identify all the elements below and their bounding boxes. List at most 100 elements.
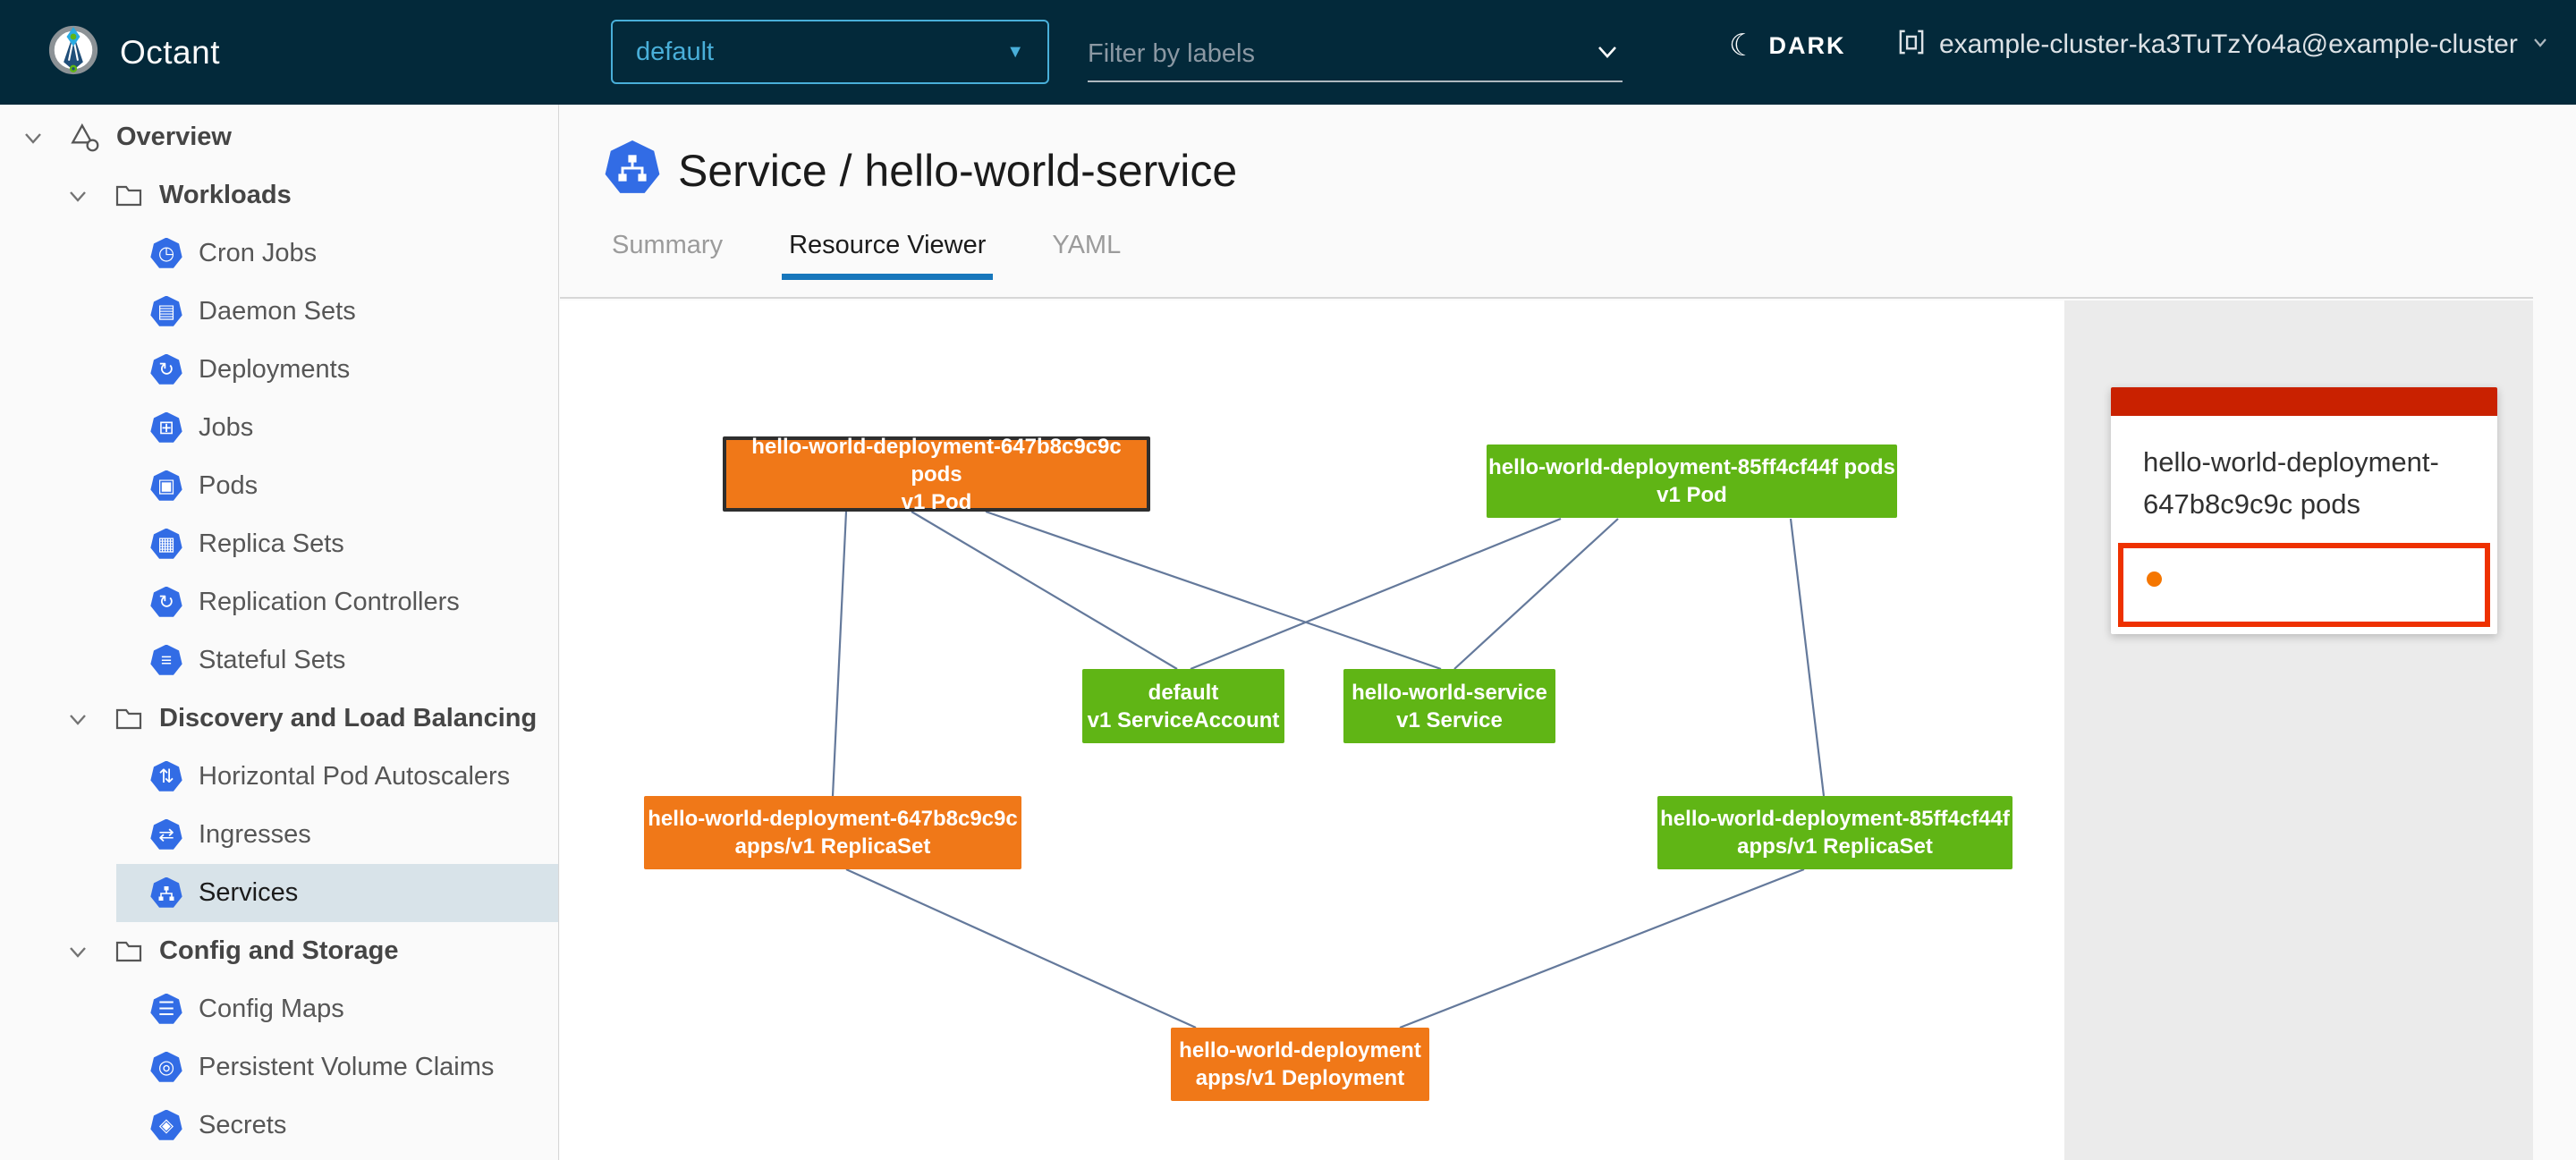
tab-summary[interactable]: Summary [605, 231, 730, 278]
sidebar-group-label: Workloads [159, 181, 292, 210]
sidebar-item-label: Deployments [199, 355, 350, 385]
sidebar-item-persistent-volume-claims[interactable]: ◎ Persistent Volume Claims [0, 1038, 558, 1096]
graph-node-pods-647b8c9c9c[interactable]: hello-world-deployment-647b8c9c9c pods v… [723, 436, 1150, 512]
graph-node-replicaset-85ff4cf44f[interactable]: hello-world-deployment-85ff4cf44f apps/v… [1657, 796, 2012, 869]
cluster-icon [1896, 27, 1927, 62]
sidebar-item-stateful-sets[interactable]: ≡ Stateful Sets [0, 631, 558, 690]
node-name: hello-world-deployment-647b8c9c9c pods [726, 433, 1147, 488]
chevron-down-icon[interactable] [64, 706, 91, 732]
tab-bar: Summary Resource Viewer YAML [560, 231, 2576, 278]
sidebar-item-daemon-sets[interactable]: ▤ Daemon Sets [0, 283, 558, 341]
overview-icon [68, 121, 102, 155]
page-title: Service / hello-world-service [678, 145, 1237, 197]
sidebar-group-config-and-storage[interactable]: Config and Storage [0, 922, 558, 980]
sidebar-item-services[interactable]: Services [0, 864, 558, 922]
sidebar-item-horizontal-pod-autoscalers[interactable]: ⇅ Horizontal Pod Autoscalers [0, 748, 558, 806]
graph-node-serviceaccount-default[interactable]: default v1 ServiceAccount [1082, 669, 1284, 743]
ingresses-icon: ⇄ [150, 819, 182, 851]
namespace-dropdown-value: default [636, 38, 714, 67]
node-kind: v1 Pod [902, 488, 972, 516]
cluster-name: example-cluster-ka3TuTzYo4a@example-clus… [1939, 30, 2518, 60]
chevron-down-icon[interactable] [64, 938, 91, 965]
graph-node-pods-85ff4cf44f[interactable]: hello-world-deployment-85ff4cf44f pods v… [1487, 445, 1897, 518]
node-kind: v1 Pod [1657, 481, 1727, 509]
node-name: hello-world-deployment-85ff4cf44f pods [1488, 453, 1895, 481]
sidebar-item-label: Pods [199, 471, 258, 501]
secrets-icon: ◈ [150, 1110, 182, 1142]
sidebar-group-label: Discovery and Load Balancing [159, 704, 537, 733]
node-name: hello-world-service [1352, 679, 1547, 707]
cluster-selector[interactable]: example-cluster-ka3TuTzYo4a@example-clus… [1896, 27, 2550, 62]
node-detail-panel: hello-world-deployment-647b8c9c9c pods [2064, 301, 2533, 1160]
node-name: default [1148, 679, 1219, 707]
services-icon [150, 877, 182, 910]
card-title: hello-world-deployment-647b8c9c9c pods [2111, 416, 2497, 543]
deployments-icon: ↻ [150, 354, 182, 386]
card-status-bar [2111, 387, 2497, 416]
node-kind: v1 Service [1396, 707, 1503, 734]
sidebar-item-overview[interactable]: Overview [0, 108, 558, 166]
node-name: hello-world-deployment [1179, 1037, 1421, 1064]
tab-resource-viewer[interactable]: Resource Viewer [782, 231, 993, 278]
pods-icon: ▣ [150, 470, 182, 503]
node-name: hello-world-deployment-85ff4cf44f [1660, 805, 2010, 833]
sidebar-item-label: Persistent Volume Claims [199, 1053, 494, 1082]
sidebar-item-label: Replication Controllers [199, 588, 460, 617]
sidebar-group-discovery-and-load-balancing[interactable]: Discovery and Load Balancing [0, 690, 558, 748]
sidebar-item-label: Horizontal Pod Autoscalers [199, 762, 510, 792]
sidebar-item-label: Secrets [199, 1111, 286, 1140]
dark-theme-label: DARK [1768, 32, 1845, 60]
sidebar-item-label: Ingresses [199, 820, 311, 850]
graph-node-service-hello-world-service[interactable]: hello-world-service v1 Service [1343, 669, 1555, 743]
config-maps-icon: ☰ [150, 994, 182, 1026]
label-filter [1088, 27, 1623, 82]
node-kind: apps/v1 ReplicaSet [735, 833, 931, 860]
label-filter-input[interactable] [1088, 39, 1553, 69]
sidebar-item-secrets[interactable]: ◈ Secrets [0, 1096, 558, 1155]
sidebar-item-label: Stateful Sets [199, 646, 345, 675]
pod-status-dot [2147, 572, 2162, 587]
resource-viewer-canvas[interactable]: hello-world-deployment-647b8c9c9c pods v… [560, 301, 2064, 1160]
sidebar-item-pods[interactable]: ▣ Pods [0, 457, 558, 515]
chevron-down-icon[interactable] [64, 182, 91, 209]
tab-yaml[interactable]: YAML [1045, 231, 1128, 278]
cron-jobs-icon: ◷ [150, 238, 182, 270]
persistent-volume-claims-icon: ◎ [150, 1052, 182, 1084]
chevron-down-icon[interactable] [1592, 40, 1623, 68]
chevron-down-icon [2530, 34, 2550, 55]
sidebar-item-replica-sets[interactable]: ▦ Replica Sets [0, 515, 558, 573]
sidebar-item-replication-controllers[interactable]: ↻ Replication Controllers [0, 573, 558, 631]
sidebar-group-workloads[interactable]: Workloads [0, 166, 558, 224]
sidebar-group-label: Config and Storage [159, 936, 398, 966]
graph-node-deployment-hello-world-deployment[interactable]: hello-world-deployment apps/v1 Deploymen… [1171, 1028, 1429, 1101]
dark-theme-toggle[interactable]: ☾ DARK [1729, 30, 1845, 61]
moon-icon: ☾ [1729, 30, 1756, 61]
chevron-down-icon[interactable] [20, 124, 47, 151]
sidebar-item-cron-jobs[interactable]: ◷ Cron Jobs [0, 224, 558, 283]
content-header: Service / hello-world-service Summary Re… [560, 105, 2576, 299]
sidebar-item-config-maps[interactable]: ☰ Config Maps [0, 980, 558, 1038]
folder-icon [113, 935, 147, 969]
namespace-dropdown[interactable]: default ▼ [611, 20, 1049, 84]
daemon-sets-icon: ▤ [150, 296, 182, 328]
sidebar-item-label: Config Maps [199, 995, 344, 1024]
sidebar-item-ingresses[interactable]: ⇄ Ingresses [0, 806, 558, 864]
panel-right-gutter [2533, 105, 2576, 1160]
caret-down-icon: ▼ [1006, 42, 1024, 63]
sidebar-item-label: Services [199, 878, 298, 908]
sidebar-item-label: Overview [116, 123, 232, 152]
replica-sets-icon: ▦ [150, 529, 182, 561]
node-kind: v1 ServiceAccount [1088, 707, 1280, 734]
node-detail-card: hello-world-deployment-647b8c9c9c pods [2111, 387, 2497, 634]
graph-node-replicaset-647b8c9c9c[interactable]: hello-world-deployment-647b8c9c9c apps/v… [644, 796, 1021, 869]
folder-icon [113, 179, 147, 213]
sidebar-item-label: Daemon Sets [199, 297, 356, 326]
sidebar-item-label: Cron Jobs [199, 239, 317, 268]
stateful-sets-icon: ≡ [150, 645, 182, 677]
sidebar-item-deployments[interactable]: ↻ Deployments [0, 341, 558, 399]
sidebar-item-label: Replica Sets [199, 529, 344, 559]
jobs-icon: ⊞ [150, 412, 182, 445]
pod-status-box[interactable] [2118, 543, 2490, 627]
service-resource-icon [605, 140, 660, 200]
sidebar-item-jobs[interactable]: ⊞ Jobs [0, 399, 558, 457]
